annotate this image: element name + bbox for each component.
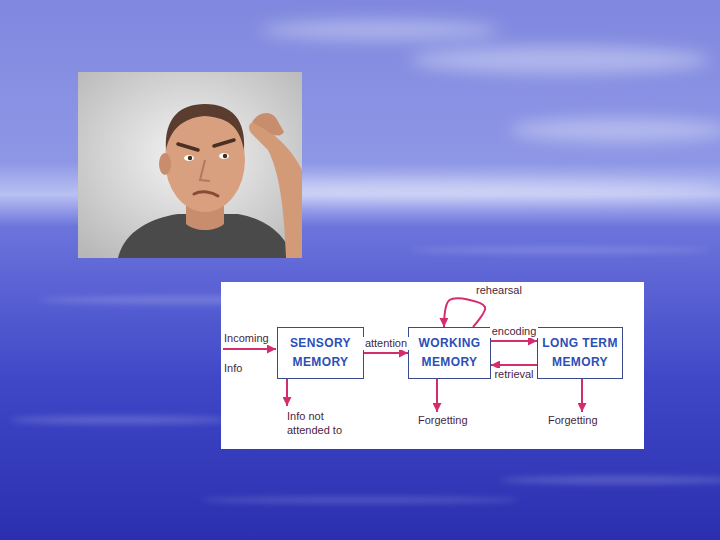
forgetting-arrow bbox=[581, 379, 583, 412]
box-label: SENSORY MEMORY bbox=[282, 334, 359, 371]
input-label: Incoming Info bbox=[224, 323, 278, 383]
edge-label: retrieval bbox=[492, 368, 535, 381]
forgetting-arrow bbox=[436, 379, 438, 412]
memory-box: WORKING MEMORY bbox=[408, 327, 491, 379]
incoming-arrow bbox=[223, 348, 276, 350]
not-attended-arrow bbox=[286, 379, 288, 406]
box-label: WORKING MEMORY bbox=[413, 334, 486, 371]
loop-arrow bbox=[444, 298, 485, 327]
flow-arrow bbox=[364, 352, 408, 354]
flow-arrow bbox=[491, 364, 537, 366]
confused-man-photo bbox=[78, 72, 302, 258]
memory-box: SENSORY MEMORY bbox=[277, 327, 364, 379]
outcome-label: Forgetting bbox=[418, 413, 488, 427]
edge-label: encoding bbox=[490, 325, 539, 338]
box-label: LONG TERM MEMORY bbox=[542, 334, 618, 371]
outcome-label: Forgetting bbox=[548, 413, 618, 427]
flow-arrow bbox=[491, 340, 537, 342]
outcome-label: Info not attended to bbox=[287, 409, 361, 438]
edge-label: rehearsal bbox=[474, 284, 524, 297]
diagram-panel bbox=[221, 282, 644, 449]
memory-box: LONG TERM MEMORY bbox=[537, 327, 623, 379]
edge-label: attention bbox=[363, 337, 409, 350]
